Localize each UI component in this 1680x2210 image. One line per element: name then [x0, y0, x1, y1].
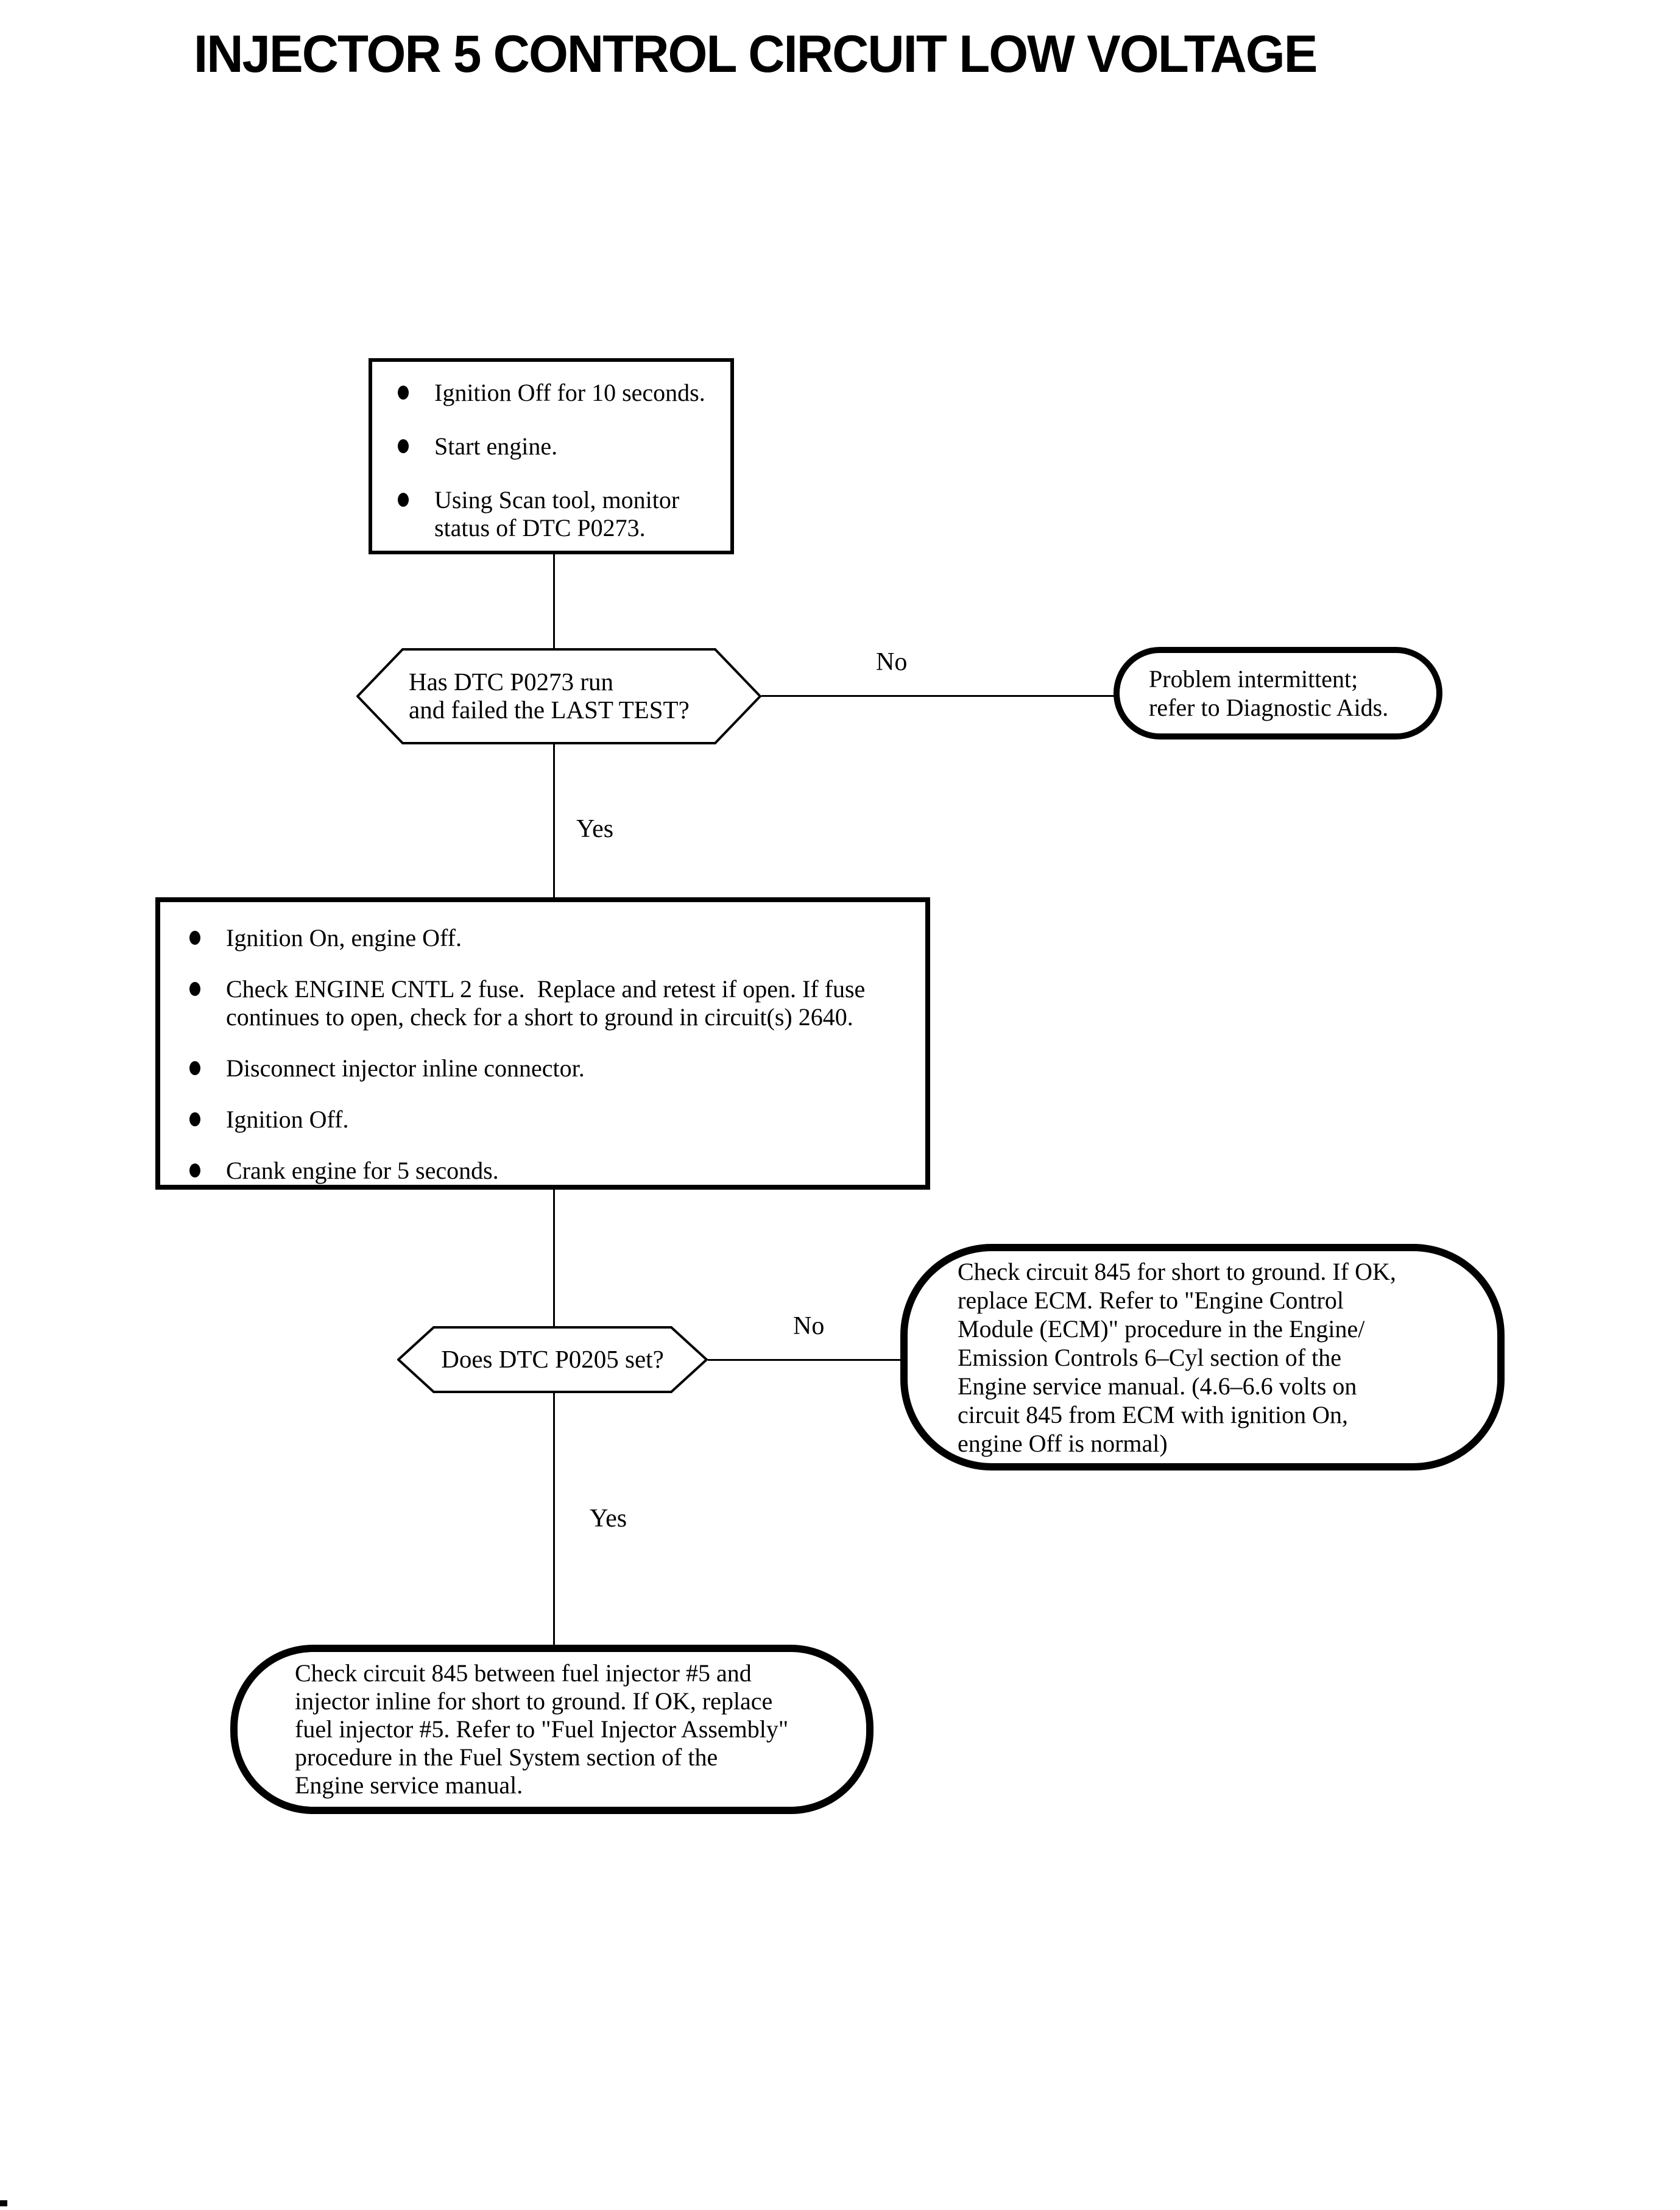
branch-label-no-1: No: [876, 648, 908, 676]
hexagon-shape: [397, 1326, 708, 1393]
bullet-item: Start engine.: [398, 432, 723, 461]
node-decision2-hexagon: Does DTC P0205 set?: [397, 1326, 708, 1394]
decision2-question: Does DTC P0205 set?: [441, 1345, 664, 1373]
bullet-item: Using Scan tool, monitor status of DTC P…: [398, 486, 723, 542]
bullet-icon: [398, 493, 409, 507]
node-terminal-intermittent: Problem intermittent; refer to Diagnosti…: [1114, 647, 1442, 740]
connector-decision1-no: [761, 695, 1115, 697]
connector-step2-to-decision2: [553, 1188, 555, 1327]
connector-step1-to-decision1: [553, 553, 555, 649]
node-decision1-hexagon: Has DTC P0273 run and failed the LAST TE…: [356, 648, 761, 745]
decision1-question: Has DTC P0273 run and failed the LAST TE…: [409, 668, 690, 724]
bullet-icon: [189, 1112, 200, 1126]
bullet-text: Ignition Off for 10 seconds.: [434, 379, 705, 406]
connector-decision1-yes: [553, 744, 555, 898]
bullet-item: Check ENGINE CNTL 2 fuse. Replace and re…: [189, 975, 914, 1031]
terminal-ecm-text: Check circuit 845 for short to ground. I…: [958, 1257, 1396, 1457]
connector-decision2-yes: [553, 1393, 555, 1646]
terminal-injector-text: Check circuit 845 between fuel injector …: [295, 1659, 789, 1799]
branch-label-yes-2: Yes: [590, 1505, 627, 1533]
bullet-text: Check ENGINE CNTL 2 fuse. Replace and re…: [226, 975, 872, 1031]
bullet-text: Crank engine for 5 seconds.: [226, 1157, 499, 1184]
bullet-text: Disconnect injector inline connector.: [226, 1054, 585, 1082]
node-terminal-ecm: Check circuit 845 for short to ground. I…: [900, 1244, 1505, 1470]
bullet-text: Using Scan tool, monitor status of DTC P…: [434, 486, 686, 542]
bullet-icon: [189, 982, 200, 996]
bullet-icon: [189, 931, 200, 945]
bullet-text: Start engine.: [434, 432, 558, 460]
bullet-icon: [189, 1061, 200, 1075]
bullet-icon: [189, 1163, 200, 1177]
bullet-item: Ignition Off for 10 seconds.: [398, 379, 723, 407]
bullet-icon: [398, 386, 409, 400]
connector-decision2-no: [708, 1359, 902, 1361]
page-title: INJECTOR 5 CONTROL CIRCUIT LOW VOLTAGE: [194, 25, 1318, 83]
bullet-item: Crank engine for 5 seconds.: [189, 1157, 914, 1185]
bullet-text: Ignition On, engine Off.: [226, 924, 462, 951]
node-terminal-injector: Check circuit 845 between fuel injector …: [230, 1645, 874, 1814]
branch-label-yes-1: Yes: [576, 815, 614, 843]
node-step1-process-box: Ignition Off for 10 seconds. Start engin…: [369, 358, 734, 554]
terminal-intermittent-text: Problem intermittent; refer to Diagnosti…: [1149, 665, 1389, 721]
page-corner-artifact: [0, 2200, 7, 2206]
hexagon-shape: [356, 648, 761, 744]
branch-label-no-2: No: [793, 1312, 825, 1340]
bullet-text: Ignition Off.: [226, 1106, 349, 1133]
bullet-item: Disconnect injector inline connector.: [189, 1054, 914, 1082]
bullet-item: Ignition Off.: [189, 1106, 914, 1134]
node-step2-process-box: Ignition On, engine Off. Check ENGINE CN…: [155, 897, 930, 1190]
bullet-icon: [398, 439, 409, 453]
bullet-item: Ignition On, engine Off.: [189, 924, 914, 952]
